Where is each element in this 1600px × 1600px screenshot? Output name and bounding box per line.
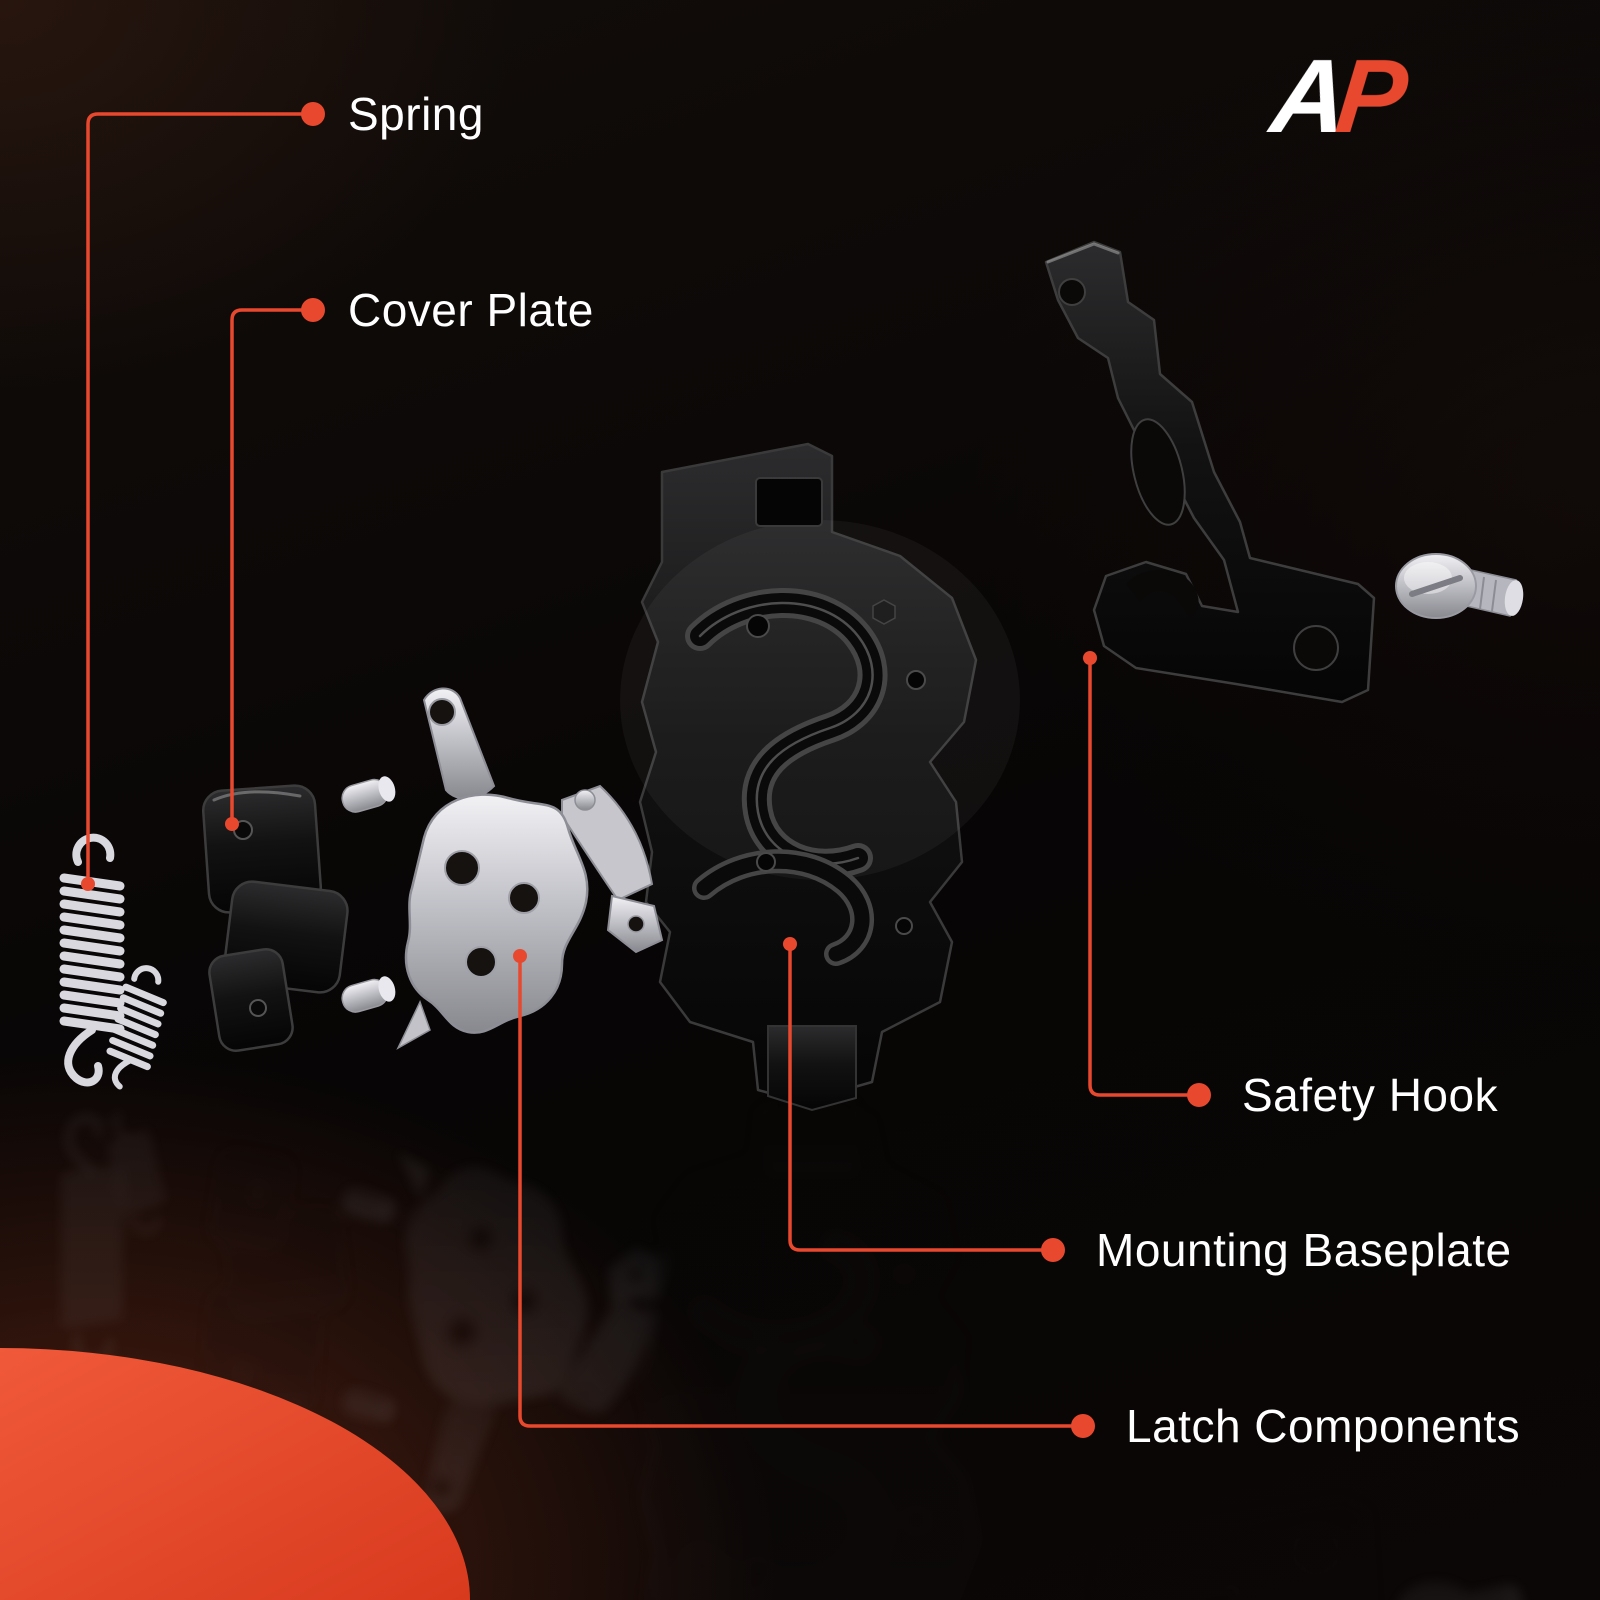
brand-letter-p: P bbox=[1331, 39, 1403, 155]
callout-label-spring: Spring bbox=[348, 88, 484, 140]
callout-anchor-safety-hook bbox=[1083, 651, 1097, 665]
callout-anchor-mounting-baseplate bbox=[783, 937, 797, 951]
callout-dot-latch-components bbox=[1071, 1414, 1095, 1438]
orange-corner-shape bbox=[0, 1348, 470, 1600]
callout-dot-mounting-baseplate bbox=[1041, 1238, 1065, 1262]
callout-label-cover-plate: Cover Plate bbox=[348, 284, 594, 336]
callout-line-mounting-baseplate bbox=[788, 948, 1046, 1252]
brand-letter-a: A bbox=[1265, 39, 1344, 155]
parts-assembly bbox=[64, 242, 1525, 1110]
callout-label-latch-components: Latch Components bbox=[1126, 1400, 1521, 1452]
callout-label-safety-hook: Safety Hook bbox=[1242, 1069, 1499, 1121]
callout-line-latch-components bbox=[518, 960, 1076, 1428]
callout-anchor-spring bbox=[81, 877, 95, 891]
brand-logo: AP bbox=[1265, 39, 1403, 155]
callout-label-mounting-baseplate: Mounting Baseplate bbox=[1096, 1224, 1512, 1276]
callout-anchor-cover-plate bbox=[225, 817, 239, 831]
callout-dot-spring bbox=[301, 102, 325, 126]
callout-line-safety-hook bbox=[1088, 662, 1192, 1097]
callout-dot-safety-hook bbox=[1187, 1083, 1211, 1107]
callout-dot-cover-plate bbox=[301, 298, 325, 322]
callout-anchor-latch-components bbox=[513, 949, 527, 963]
callout-line-cover-plate bbox=[230, 308, 302, 820]
callout-line-spring bbox=[86, 112, 302, 880]
callouts bbox=[81, 102, 1211, 1438]
